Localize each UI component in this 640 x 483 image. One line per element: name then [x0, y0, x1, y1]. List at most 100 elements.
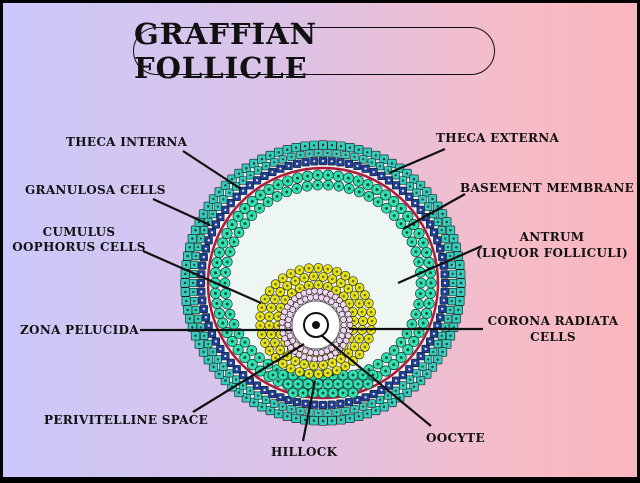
cumulus-cell-nucleus: [258, 324, 262, 327]
granulosa-cell-nucleus: [376, 362, 380, 366]
theca-externa-cell-nucleus: [436, 205, 439, 208]
theca-externa-cell-nucleus: [212, 197, 215, 201]
theca-externa-cell-nucleus: [207, 205, 210, 208]
theca-externa-cell-nucleus: [186, 308, 189, 312]
theca-externa-cell-nucleus: [357, 148, 360, 151]
label-antrum-line1: ANTRUM: [519, 230, 585, 244]
cumulus-cell-nucleus: [279, 348, 282, 352]
theca-externa-cell-nucleus: [419, 184, 422, 187]
theca-externa-cell-nucleus: [193, 263, 196, 266]
cumulus-cell-nucleus: [298, 268, 301, 272]
cumulus-cell-nucleus: [369, 310, 373, 314]
cumulus-cell-nucleus: [335, 289, 338, 292]
theca-externa-cell-nucleus: [184, 263, 188, 267]
title-box: GRAFFIAN FOLLICLE: [133, 17, 495, 85]
cumulus-cell-nucleus: [294, 279, 297, 283]
theca-interna-cell-nucleus: [330, 160, 333, 163]
theca-externa-cell-nucleus: [366, 151, 369, 154]
granulosa-cell-nucleus: [429, 291, 432, 295]
theca-interna-cell-nucleus: [395, 184, 398, 187]
theca-interna-cell-nucleus: [248, 184, 251, 187]
theca-externa-cell-nucleus: [335, 411, 338, 414]
cumulus-cell-nucleus: [352, 319, 356, 323]
theca-externa-cell-nucleus: [230, 178, 234, 181]
corona-cell: [316, 287, 324, 295]
theca-interna-cell-nucleus: [199, 281, 203, 285]
cumulus-cell-nucleus: [347, 352, 350, 355]
cumulus-cell-nucleus: [281, 362, 284, 366]
cumulus-cell-nucleus: [361, 319, 365, 323]
granulosa-cell-nucleus: [223, 281, 227, 285]
theca-externa-cell-nucleus: [211, 213, 214, 216]
granulosa-cell-nucleus: [217, 251, 221, 255]
corona-cell: [332, 293, 339, 301]
granulosa-cell-nucleus: [250, 199, 254, 203]
theca-interna-cell-nucleus: [372, 170, 375, 174]
theca-externa-cell-nucleus: [444, 237, 447, 240]
theca-interna-cell-nucleus: [364, 396, 367, 399]
cumulus-cell-nucleus: [353, 345, 356, 348]
granulosa-cell-nucleus: [419, 281, 423, 285]
theca-interna-layer: [196, 156, 450, 410]
granulosa-cell-nucleus: [296, 176, 299, 180]
theca-externa-cell-nucleus: [449, 308, 452, 312]
granulosa-cell-nucleus: [384, 369, 388, 373]
theca-interna-cell-nucleus: [242, 189, 245, 192]
oocyte-nucleus: [312, 321, 320, 329]
granulosa-cell-nucleus: [356, 179, 360, 183]
theca-externa-cell-nucleus: [294, 417, 298, 420]
label-theca-interna: THECA INTERNA: [66, 135, 188, 149]
theca-externa-cell-nucleus: [412, 178, 416, 181]
hillock-cell-nucleus: [336, 382, 340, 386]
corona-cell: [339, 301, 347, 308]
granulosa-cell-nucleus: [237, 231, 241, 234]
theca-externa-cell-nucleus: [224, 379, 227, 382]
theca-externa-cell-nucleus: [370, 161, 373, 164]
theca-externa-cell-nucleus: [415, 372, 418, 375]
cumulus-cell-nucleus: [273, 298, 277, 301]
theca-externa-cell-nucleus: [249, 174, 252, 177]
theca-externa-cell-nucleus: [449, 334, 452, 338]
corona-radiata-cells: [278, 287, 354, 363]
theca-interna-cell-nucleus: [441, 256, 444, 259]
theca-externa-cell-nucleus: [273, 161, 276, 164]
hillock-cell-nucleus: [321, 391, 325, 395]
cumulus-cell-nucleus: [268, 349, 271, 353]
theca-externa-cell-nucleus: [237, 172, 241, 175]
cumulus-cell-nucleus: [289, 367, 293, 370]
cumulus-cell-nucleus: [274, 282, 277, 286]
granulosa-cell-nucleus: [266, 200, 270, 204]
theca-externa-cell-nucleus: [394, 174, 397, 177]
granulosa-cell-nucleus: [225, 302, 229, 306]
corona-cell: [346, 316, 353, 323]
granulosa-cell-nucleus: [214, 291, 217, 295]
theca-interna-cell-nucleus: [202, 307, 205, 310]
theca-externa-cell-nucleus: [188, 317, 191, 320]
theca-externa-cell-nucleus: [394, 389, 397, 392]
theca-externa-cell-nucleus: [245, 167, 248, 170]
theca-externa-cell-nucleus: [330, 144, 334, 147]
cumulus-cell-nucleus: [367, 302, 371, 305]
granulosa-cell-nucleus: [221, 241, 225, 245]
cumulus-cell-nucleus: [260, 333, 264, 336]
granulosa-cell-nucleus: [215, 261, 219, 265]
theca-externa-cell-nucleus: [436, 220, 439, 224]
theca-interna-cell-nucleus: [219, 215, 222, 219]
theca-externa-cell-nucleus: [450, 300, 453, 303]
cumulus-cell-nucleus: [294, 359, 297, 363]
cumulus-cell-nucleus: [317, 266, 320, 270]
theca-externa-cell-nucleus: [445, 342, 448, 346]
theca-interna-cell-nucleus: [313, 160, 316, 163]
theca-externa-cell-nucleus: [344, 409, 347, 413]
granulosa-cell-nucleus: [236, 214, 240, 218]
theca-externa-cell-nucleus: [436, 342, 439, 346]
theca-interna-cell-nucleus: [248, 379, 251, 382]
corona-cell: [328, 298, 335, 306]
granulosa-cell-nucleus: [316, 173, 320, 177]
theca-externa-cell-nucleus: [431, 197, 434, 201]
granulosa-cell-nucleus: [230, 223, 234, 227]
corona-cell: [312, 293, 320, 301]
theca-interna-cell-nucleus: [200, 290, 203, 293]
theca-externa-cell-nucleus: [264, 165, 268, 168]
theca-interna-cell-nucleus: [401, 189, 404, 192]
